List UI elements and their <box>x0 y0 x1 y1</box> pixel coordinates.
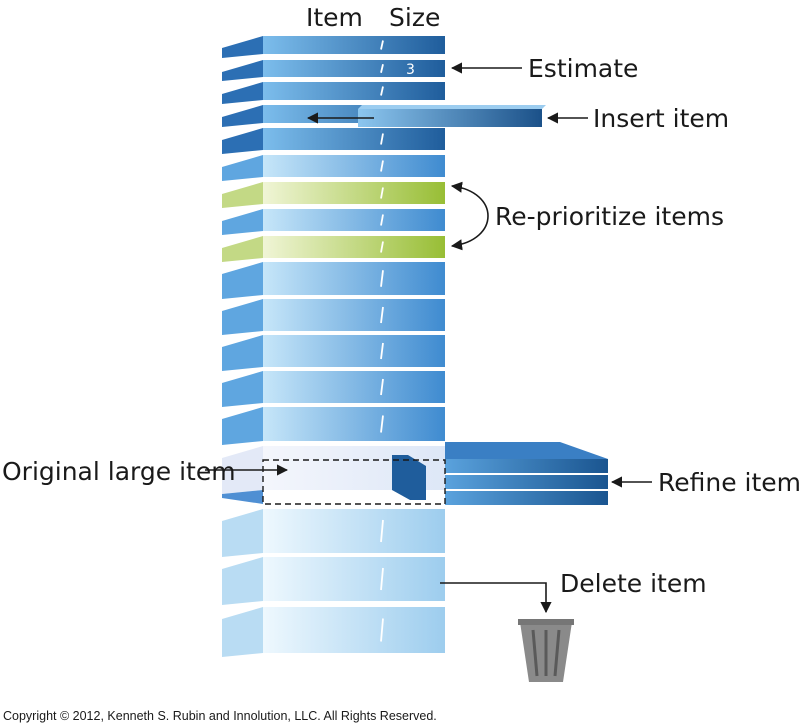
product-backlog-stack <box>222 36 445 657</box>
original-large-item-outline <box>262 459 446 505</box>
backlog-item <box>222 182 445 208</box>
delete-item-arrow <box>440 582 552 614</box>
reprioritize-items-label: Re-prioritize items <box>495 202 724 231</box>
estimate-label: Estimate <box>528 54 638 83</box>
backlog-item <box>222 299 445 335</box>
copyright-notice: Copyright © 2012, Kenneth S. Rubin and I… <box>3 709 437 723</box>
backlog-item <box>222 82 445 104</box>
backlog-item <box>222 155 445 181</box>
size-column-header: Size <box>389 3 440 32</box>
item-column-header: Item <box>306 3 363 32</box>
backlog-item <box>222 557 445 605</box>
backlog-item <box>222 36 445 58</box>
original-large-item-label: Original large item <box>2 457 236 486</box>
backlog-item <box>222 607 445 657</box>
insert-item-label: Insert item <box>593 104 729 133</box>
backlog-item <box>222 128 445 154</box>
estimate-value: 3 <box>406 62 415 78</box>
backlog-item <box>222 371 445 407</box>
backlog-item <box>222 509 445 557</box>
backlog-item <box>222 407 445 445</box>
backlog-item <box>222 236 445 262</box>
backlog-item <box>222 209 445 235</box>
delete-item-label: Delete item <box>560 569 707 598</box>
refine-items-label: Refine items <box>658 468 800 497</box>
backlog-item <box>222 60 445 81</box>
backlog-item <box>222 262 445 299</box>
inserted-item <box>358 105 546 127</box>
backlog-item <box>222 335 445 371</box>
trash-can-icon <box>518 619 574 682</box>
refined-items <box>392 442 608 505</box>
reprioritize-arrow <box>450 181 489 251</box>
